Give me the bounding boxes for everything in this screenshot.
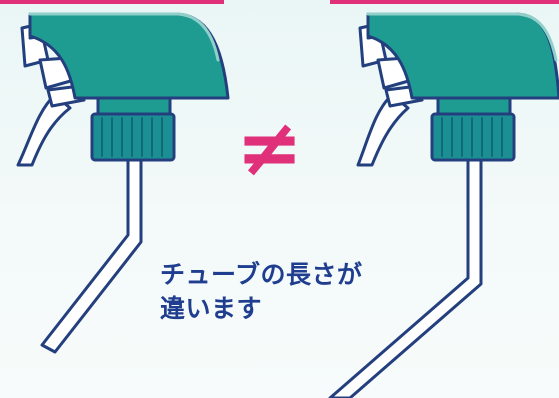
left-trigger [16,93,72,167]
top-bar-right [330,0,559,4]
right-collar [436,96,512,116]
left-sprayer [16,12,230,354]
top-bar-left [0,0,224,4]
caption-line-1: チューブの長さが [160,260,363,289]
left-tube [40,158,143,354]
caption-line-2: 違います [160,294,263,323]
caption: チューブの長さが 違います [160,258,363,326]
right-trigger [356,93,410,167]
right-sprayer [328,12,559,398]
left-collar [96,96,172,116]
not-equal-sign: ≠ [236,101,304,194]
